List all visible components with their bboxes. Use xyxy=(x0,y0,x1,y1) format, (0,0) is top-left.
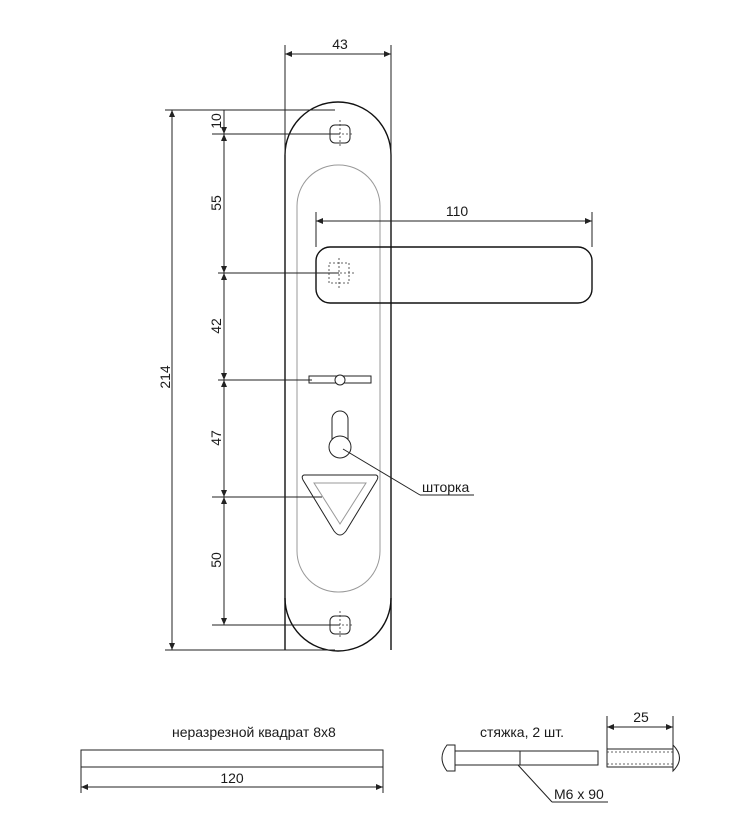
dim-width: 43 xyxy=(284,36,392,170)
spindle-label: неразрезной квадрат 8х8 xyxy=(172,724,336,740)
triangle-rosette xyxy=(301,474,379,536)
dim-handle-length: 110 xyxy=(315,203,593,247)
dim-total-height: 214 xyxy=(157,109,335,651)
dim-chain xyxy=(212,110,340,626)
backplate xyxy=(284,101,392,652)
lever-handle xyxy=(315,246,593,304)
dim-to-cylinder-label: 47 xyxy=(208,430,224,446)
inner-panel xyxy=(296,164,381,593)
dim-to-handle-label: 55 xyxy=(208,195,224,211)
dim-width-label: 43 xyxy=(332,36,348,52)
dim-total-height-label: 214 xyxy=(157,365,173,389)
spindle-drawing: неразрезной квадрат 8х8 120 xyxy=(80,724,384,793)
tie-bolt-drawing: стяжка, 2 шт. 25 М6 х 90 xyxy=(441,709,680,803)
thumb-turn xyxy=(308,374,372,386)
dim-to-bottom-label: 50 xyxy=(208,552,224,568)
dim-spindle-label: 120 xyxy=(220,770,244,786)
bolt-size-label: М6 х 90 xyxy=(554,786,604,802)
shutter-callout: шторка xyxy=(342,448,474,496)
bolts-label: стяжка, 2 шт. xyxy=(480,724,564,740)
cylinder-shutter xyxy=(328,410,352,459)
dim-top-hole-label: 10 xyxy=(208,113,224,129)
dim-handle-length-label: 110 xyxy=(446,203,469,219)
dim-to-key-label: 42 xyxy=(208,318,224,334)
dim-bolt-tail-label: 25 xyxy=(633,709,649,725)
shutter-label: шторка xyxy=(422,479,469,495)
